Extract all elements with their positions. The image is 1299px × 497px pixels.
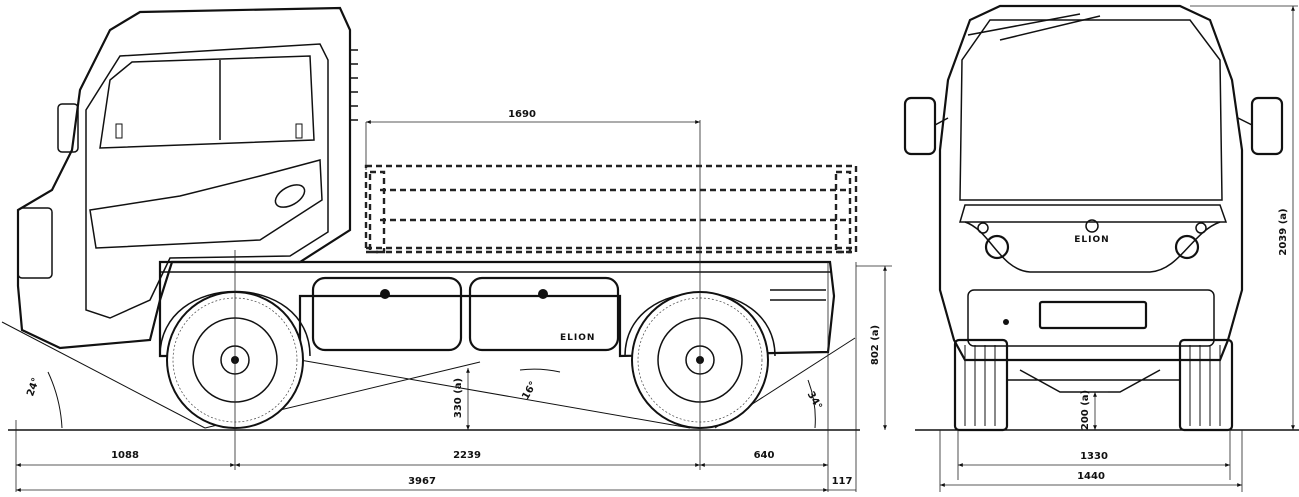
deck-height-label: 802 (a) [870,325,881,365]
wiper-left [967,13,1081,36]
track-label: 1330 [1080,451,1108,462]
cab-door [85,43,329,319]
rear-overhang-label: 640 [754,450,775,461]
width-label: 1440 [1077,471,1105,482]
approach-angle-arc [47,371,63,429]
front-overhang-label: 1088 [111,450,139,461]
side-view: ELION [1,6,892,492]
ground-clearance-label: 200 (a) [1080,390,1091,430]
front-view: ELION 1330 1440 [903,4,1299,492]
headlamp [17,207,53,279]
approach-angle-label: 24° [25,376,42,398]
mirror-right [1250,96,1284,156]
cab [16,6,358,350]
ramp-angle-label: 16° [520,380,539,402]
wiper-right [999,15,1101,41]
cargo-deck [364,164,858,254]
front-fascia [958,204,1228,223]
license-plate [1038,300,1148,330]
windshield [959,19,1223,201]
toolbox-lock-front [380,289,390,299]
tire-tread-right [1189,345,1221,426]
front-tire-left [953,338,1009,432]
wheelbase-label: 2239 [453,450,481,461]
svg-text:ELION: ELION [1074,235,1109,245]
height-label: 2039 (a) [1278,208,1289,255]
ramp-angle-arc [519,368,561,373]
front-brand-badge: ELION [1074,219,1109,245]
side-brand-logo: ELION [560,333,595,343]
departure-angle-arc [807,379,816,429]
deck-length-label: 1690 [508,109,536,120]
ramp-angle-line-rear [299,359,691,429]
front-body [938,4,1244,362]
cab-vent-fins [350,49,358,121]
departure-angle-label: 34° [805,390,824,412]
front-tire-right [1178,338,1234,432]
headlamp-right [1174,234,1200,260]
bumper-extra-label: 117 [832,476,853,487]
cab-window [99,55,315,149]
tire-tread-left [964,345,996,426]
side-toolbox-front [311,276,463,352]
front-axle [1007,369,1180,393]
front-bumper [967,289,1215,347]
door-handle [274,184,306,208]
chassis-clearance-label: 330 (a) [453,378,464,418]
total-length-label: 3967 [408,476,436,487]
toolbox-lock-rear [538,289,548,299]
mirror-left [903,96,937,156]
approach-angle-line [1,321,206,429]
headlamp-left [984,234,1010,260]
side-toolbox-rear [468,276,620,352]
side-mirror [57,103,79,153]
